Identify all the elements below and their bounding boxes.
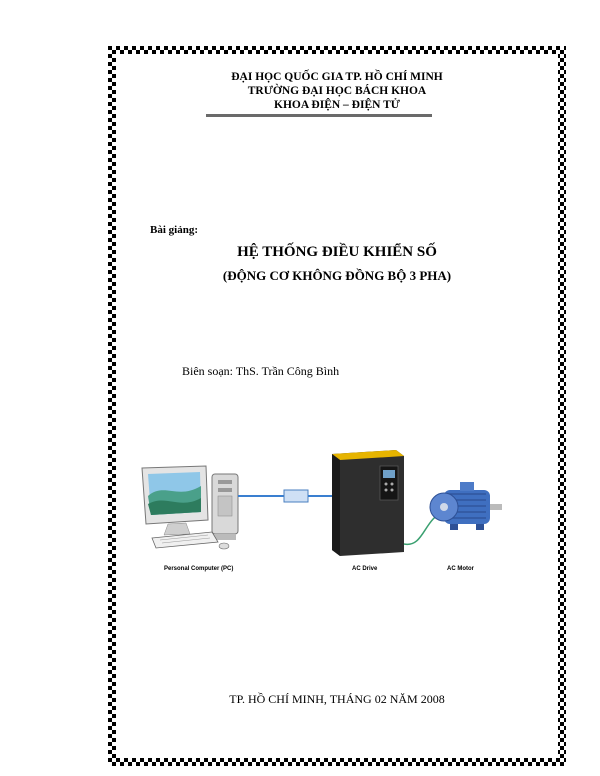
university-name: ĐẠI HỌC QUỐC GIA TP. HỒ CHÍ MINH: [231, 71, 443, 83]
faculty-name: KHOA ĐIỆN – ĐIỆN TỬ: [274, 99, 400, 111]
school-name: TRƯỜNG ĐẠI HỌC BÁCH KHOA: [247, 85, 427, 97]
header-rule: [206, 114, 432, 117]
lecture-label: Bài giảng:: [150, 224, 198, 236]
ac-motor-icon: [429, 482, 502, 530]
pc-caption: Personal Computer (PC): [164, 566, 234, 572]
keyboard-icon: [151, 531, 230, 550]
pc-tower-icon: [211, 473, 239, 540]
ac-drive-icon: [332, 450, 404, 556]
checkered-page-border: [108, 46, 566, 766]
place-and-date: TP. HỒ CHÍ MINH, THÁNG 02 NĂM 2008: [229, 692, 445, 706]
drive-caption: AC Drive: [352, 566, 378, 572]
system-illustration: [141, 450, 502, 556]
communication-interface-icon: [283, 489, 309, 503]
document-title: HỆ THỐNG ĐIỀU KHIỂN SỐ: [237, 244, 437, 260]
institution-header: ĐẠI HỌC QUỐC GIA TP. HỒ CHÍ MINH TRƯỜNG …: [108, 70, 566, 112]
document-subtitle: (ĐỘNG CƠ KHÔNG ĐỒNG BỘ 3 PHA): [222, 268, 452, 283]
motor-caption: AC Motor: [447, 566, 474, 572]
author-line: Biên soạn: ThS. Trần Công Bình: [182, 364, 340, 378]
monitor-icon: [141, 465, 209, 536]
